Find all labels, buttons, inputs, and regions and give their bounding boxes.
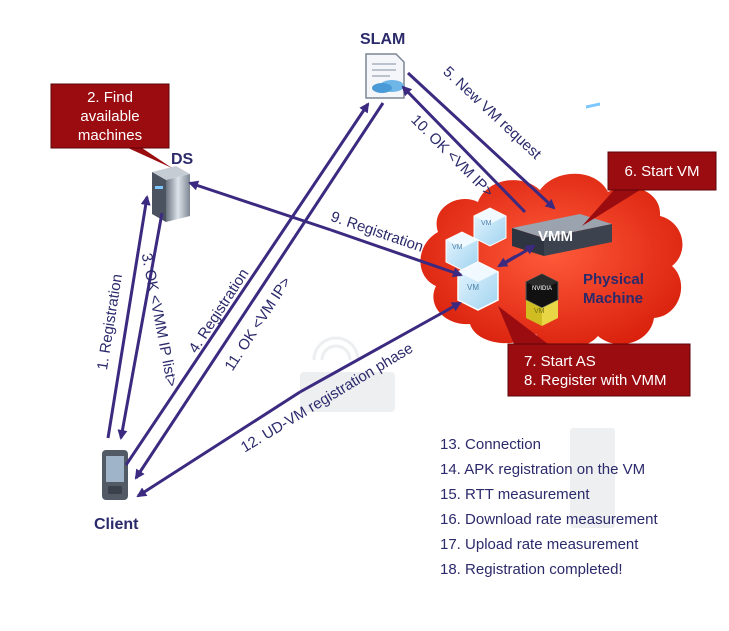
step-item: 16. Download rate measurement xyxy=(440,511,658,528)
background-watermark xyxy=(300,336,615,528)
callout-find-machines xyxy=(50,83,172,168)
vm-small-2-label: VM xyxy=(481,220,492,227)
callout-find-text: 2. Find available machines xyxy=(51,88,169,145)
physical-machine-label: Physical Machine xyxy=(583,270,644,308)
ds-server-icon xyxy=(152,166,190,222)
arrow-9-registration-end xyxy=(330,228,463,278)
callout-start-vm-text: 6. Start VM xyxy=(624,163,700,180)
callout-start-as-line: 7. Start AS xyxy=(524,353,596,370)
arrow-11-ok-vm-ip xyxy=(134,102,385,480)
arrow-9-registration-start xyxy=(188,180,332,232)
callout-start-as-text: 7. Start AS 8. Register with VMM xyxy=(524,352,667,390)
step-item: 14. APK registration on the VM xyxy=(440,461,646,478)
physical-line-2: Machine xyxy=(583,290,644,307)
step-item: 18. Registration completed! xyxy=(440,561,623,578)
ds-label: DS xyxy=(171,151,194,168)
callout-register-vmm-line: 8. Register with VMM xyxy=(524,372,667,389)
physical-line-1: Physical xyxy=(583,271,644,288)
vm-main-label: VM xyxy=(467,283,479,292)
callout-start-vm xyxy=(582,151,717,226)
arrow-vm-vmm-b xyxy=(497,254,517,268)
callout-find-line-2: available xyxy=(80,108,140,125)
vm-box-small-1 xyxy=(445,231,479,271)
steps-list: 13. Connection 14. APK registration on t… xyxy=(440,432,658,582)
slam-label: SLAM xyxy=(360,31,406,48)
nvidia-gpu-box xyxy=(525,273,559,326)
gpu-vm-label: VM xyxy=(534,308,545,315)
arrow-10-ok-vm-ip xyxy=(401,85,527,214)
vm-box-small-2 xyxy=(473,207,507,247)
vm-box-main xyxy=(457,261,499,311)
client-label: Client xyxy=(94,516,139,533)
slam-document-icon xyxy=(365,53,405,99)
arrows xyxy=(106,71,556,498)
vmm-server xyxy=(512,102,612,256)
callout-find-line-1: 2. Find xyxy=(87,89,133,106)
arrow-1-registration xyxy=(106,195,151,439)
step-item: 13. Connection xyxy=(440,436,541,453)
callout-start-as xyxy=(498,306,691,397)
nvidia-label: NVIDIA xyxy=(532,286,553,292)
arrow-4-registration xyxy=(124,102,370,466)
arrow-5-new-vm-request xyxy=(406,71,556,210)
arrow-12-ud-vm-phase-start xyxy=(136,390,301,498)
arrow-3-ok-vmm-ip xyxy=(117,212,164,440)
callout-find-line-3: machines xyxy=(77,127,143,144)
vm-small-1-label: VM xyxy=(452,244,463,251)
step-item: 15. RTT measurement xyxy=(440,486,590,503)
arrow-12-ud-vm-phase-end xyxy=(299,301,462,394)
client-phone-icon xyxy=(102,450,128,500)
vmm-label: VMM xyxy=(538,228,573,245)
step-item: 17. Upload rate measurement xyxy=(440,536,639,553)
